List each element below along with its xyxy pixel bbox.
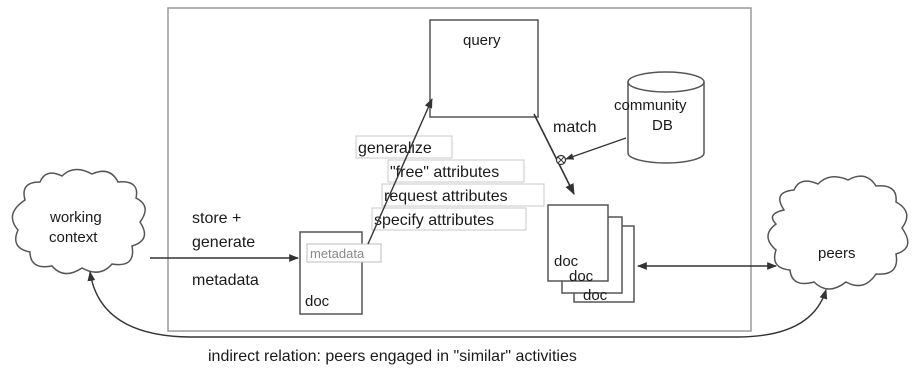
working-context-label-line1: working (49, 209, 102, 226)
indirect-relation-label: indirect relation: peers engaged in "sim… (208, 348, 577, 365)
doc-stack-label-1: doc (554, 253, 579, 270)
indirect-relation-curve (87, 271, 828, 338)
junction-icon (555, 154, 567, 166)
store-label-line1: store + (192, 210, 241, 227)
metadata-tag-label: metadata (310, 246, 365, 261)
doc-label: doc (305, 293, 330, 310)
specify-attributes-box (371, 207, 527, 231)
free-attributes-box (387, 159, 525, 183)
community-db-label-line1: community (614, 97, 687, 114)
store-label-line3: metadata (192, 272, 259, 289)
working-context-label-line2: context (49, 229, 98, 246)
generalize-label: generalize (358, 140, 432, 157)
working-context-cloud (11, 168, 146, 275)
free-attributes-label: "free" attributes (390, 164, 499, 181)
request-attributes-box (381, 183, 545, 207)
peers-cloud (767, 175, 909, 290)
generalize-box (355, 135, 453, 159)
doc-stack-label-2: doc (569, 268, 594, 285)
specify-attributes-label: specify attributes (374, 212, 494, 229)
query-to-docs-arrow (533, 113, 575, 196)
community-db-label-line2: DB (652, 117, 673, 134)
store-label-line2: generate (192, 234, 255, 251)
doc-stack-front (547, 204, 609, 282)
match-label: match (553, 119, 597, 136)
metadata-to-query-arrow (367, 98, 433, 245)
request-attributes-label: request attributes (384, 188, 508, 205)
metadata-tag-box (306, 243, 382, 263)
query-label: query (463, 32, 501, 49)
doc-stack-label-3: doc (583, 287, 608, 304)
db-to-match-arrow (565, 137, 627, 160)
query-box (429, 19, 539, 118)
community-db-cylinder (627, 71, 705, 164)
system-boundary-frame (167, 7, 752, 332)
peers-label: peers (818, 245, 856, 262)
